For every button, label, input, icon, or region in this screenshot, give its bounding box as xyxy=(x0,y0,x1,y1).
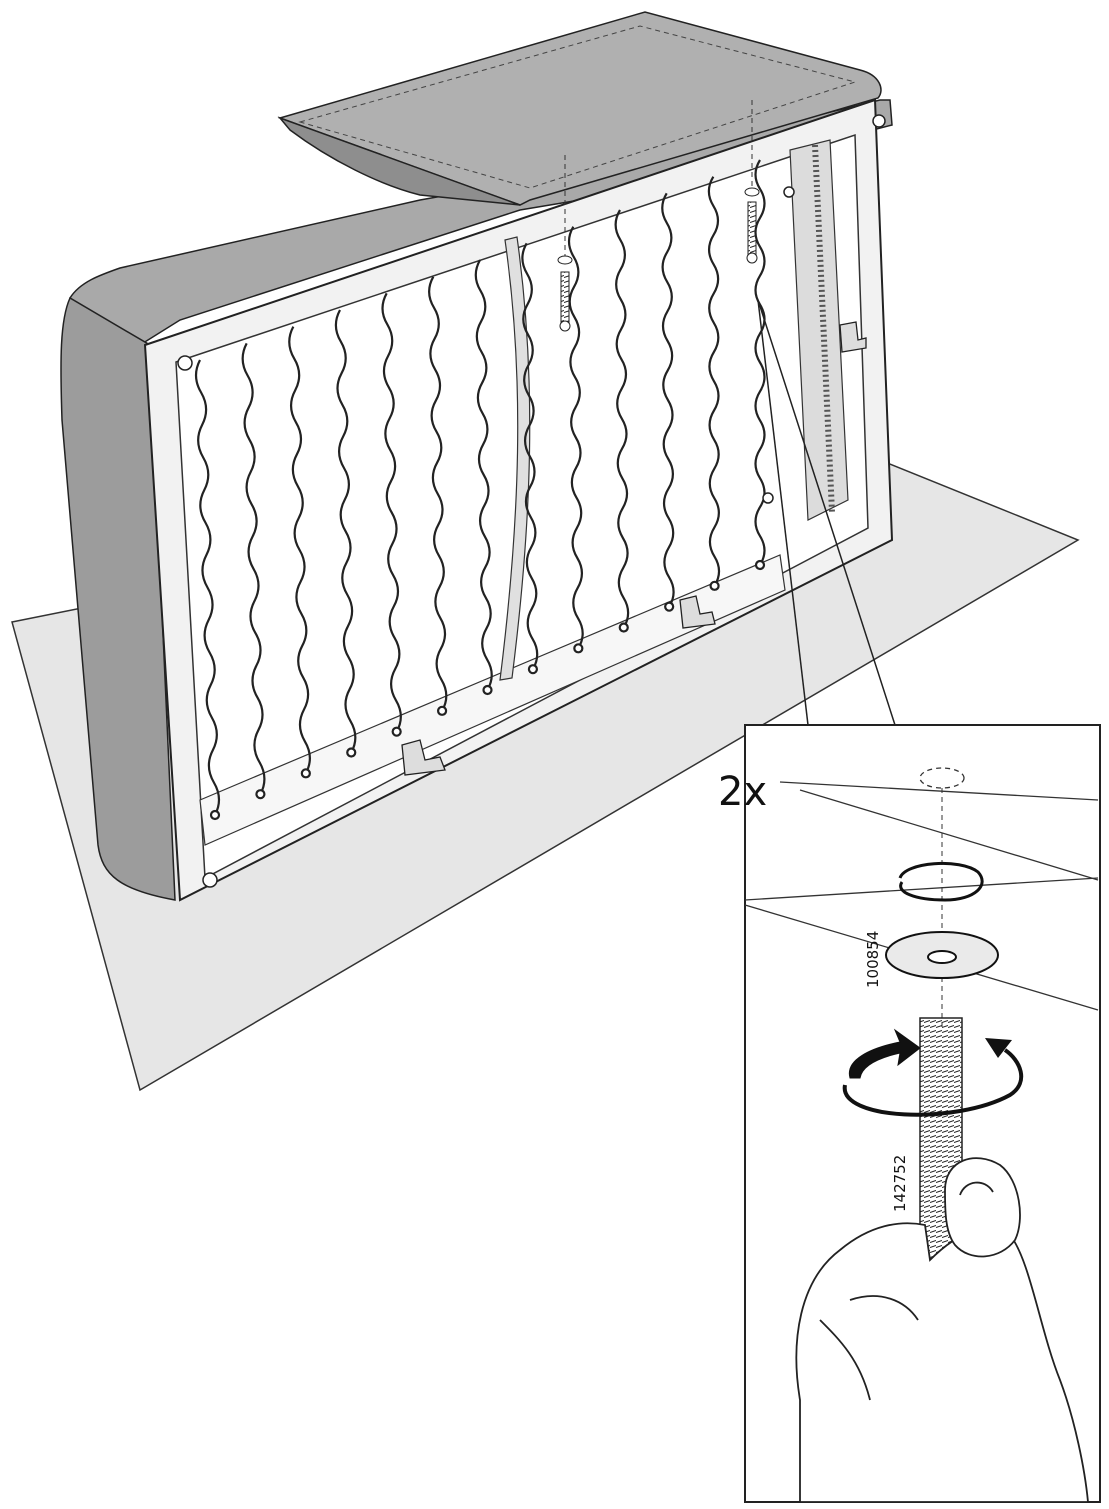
callout-line xyxy=(757,299,896,726)
corner-screw xyxy=(177,114,886,888)
installed-bolt xyxy=(744,100,760,264)
spring-clip xyxy=(709,580,720,591)
seat-cushion xyxy=(277,11,882,206)
spring xyxy=(521,242,539,670)
spring xyxy=(567,226,584,649)
spring-clip xyxy=(664,601,675,612)
bottom-rail xyxy=(199,554,786,846)
quantity-label: 2x xyxy=(718,769,767,815)
spring-clip xyxy=(754,559,766,571)
spring xyxy=(381,292,402,733)
zigzag-springs xyxy=(194,159,766,821)
callout-line xyxy=(757,299,809,726)
installed-bolt xyxy=(557,155,573,332)
bolt-hole xyxy=(919,767,965,789)
bolt-part-number: 142752 xyxy=(891,1155,909,1212)
spring xyxy=(241,342,266,795)
spring-clip xyxy=(482,684,493,696)
spring xyxy=(288,326,311,774)
sofa-frame xyxy=(60,98,894,902)
spring xyxy=(428,276,448,712)
spring-clip xyxy=(527,664,539,675)
spring-clip xyxy=(346,747,357,758)
spring-clip xyxy=(573,643,584,654)
washer-part-number: 100854 xyxy=(864,931,882,988)
side-rail xyxy=(789,139,849,521)
spring xyxy=(707,176,721,587)
spring-clip xyxy=(618,622,629,633)
spring xyxy=(614,209,630,629)
rotate-arrow-icon xyxy=(842,1028,1024,1117)
washer xyxy=(885,931,999,979)
center-divider xyxy=(499,236,531,681)
hand-illustration xyxy=(795,1157,1089,1503)
spring xyxy=(334,309,357,754)
detail-inset: 2x 100854 142752 xyxy=(718,724,1101,1503)
spring xyxy=(194,359,221,816)
spring xyxy=(661,192,675,608)
spring-clip xyxy=(209,809,221,821)
spring-clip xyxy=(391,726,402,737)
spring-clip xyxy=(436,705,448,716)
lock-ring xyxy=(898,861,984,902)
spring-clip xyxy=(300,768,311,779)
armrest-cushion xyxy=(69,99,893,346)
spring xyxy=(474,259,493,691)
spring-clip xyxy=(255,789,266,800)
bracket xyxy=(401,321,867,776)
armrest-side xyxy=(60,296,176,901)
